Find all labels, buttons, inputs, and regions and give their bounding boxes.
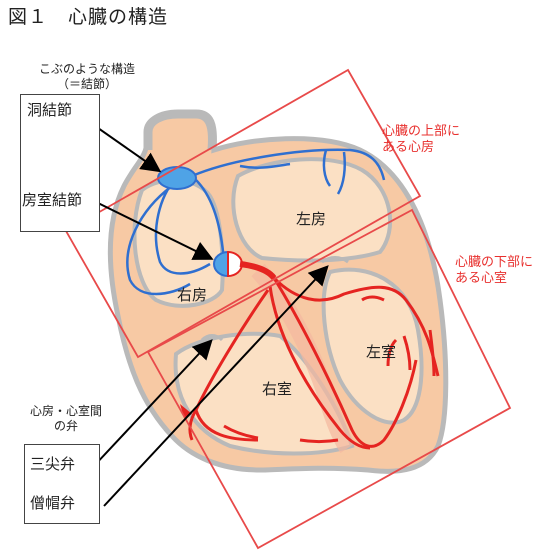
tricuspid-valve-label: 三尖弁	[30, 455, 76, 473]
av-node-label: 房室結節	[22, 191, 83, 209]
left-atrium-label: 左房	[296, 210, 327, 228]
valve-caption-line2: の弁	[53, 419, 78, 433]
atrium-region-label: 心臓の上部に ある心房	[382, 124, 460, 157]
ventricle-region-label-line1: 心臓の下部に	[455, 255, 534, 270]
left-ventricle-chamber	[321, 267, 424, 425]
node-caption-sub: （＝結節）	[56, 77, 117, 91]
mitral-valve-label: 僧帽弁	[30, 494, 76, 512]
valve-caption: 心房・心室間 の弁	[14, 404, 118, 434]
node-caption-line: こぶのような構造	[38, 62, 135, 76]
av-node-blue-half	[213, 250, 229, 278]
interventricular-septum	[251, 263, 356, 453]
valve-caption-line1: 心房・心室間	[29, 404, 102, 418]
node-caption: こぶのような構造 （＝結節）	[12, 62, 162, 92]
mitral-valve-shape	[321, 256, 349, 264]
aortic-bump	[147, 113, 213, 151]
ventricle-region-label-line2: ある心室	[455, 271, 508, 287]
sa-node-label: 洞結節	[27, 101, 73, 119]
atrium-region-label-line2: ある心房	[382, 140, 435, 156]
right-ventricle-label: 右室	[262, 380, 293, 398]
page-title: 図１ 心臓の構造	[8, 6, 169, 28]
atrium-region-frame	[64, 68, 422, 359]
tricuspid-valve-shape	[200, 334, 224, 342]
left-ventricle-label: 左室	[366, 343, 397, 361]
ventricle-region-frame	[146, 208, 512, 550]
valve-label-box	[24, 444, 100, 524]
node-label-box	[20, 94, 100, 232]
ventricle-region-label: 心臓の下部に ある心室	[455, 255, 533, 288]
atrium-region-label-line1: 心臓の上部に	[382, 124, 461, 139]
sa-node-shape	[157, 166, 197, 190]
right-atrium-label: 右房	[177, 286, 208, 304]
